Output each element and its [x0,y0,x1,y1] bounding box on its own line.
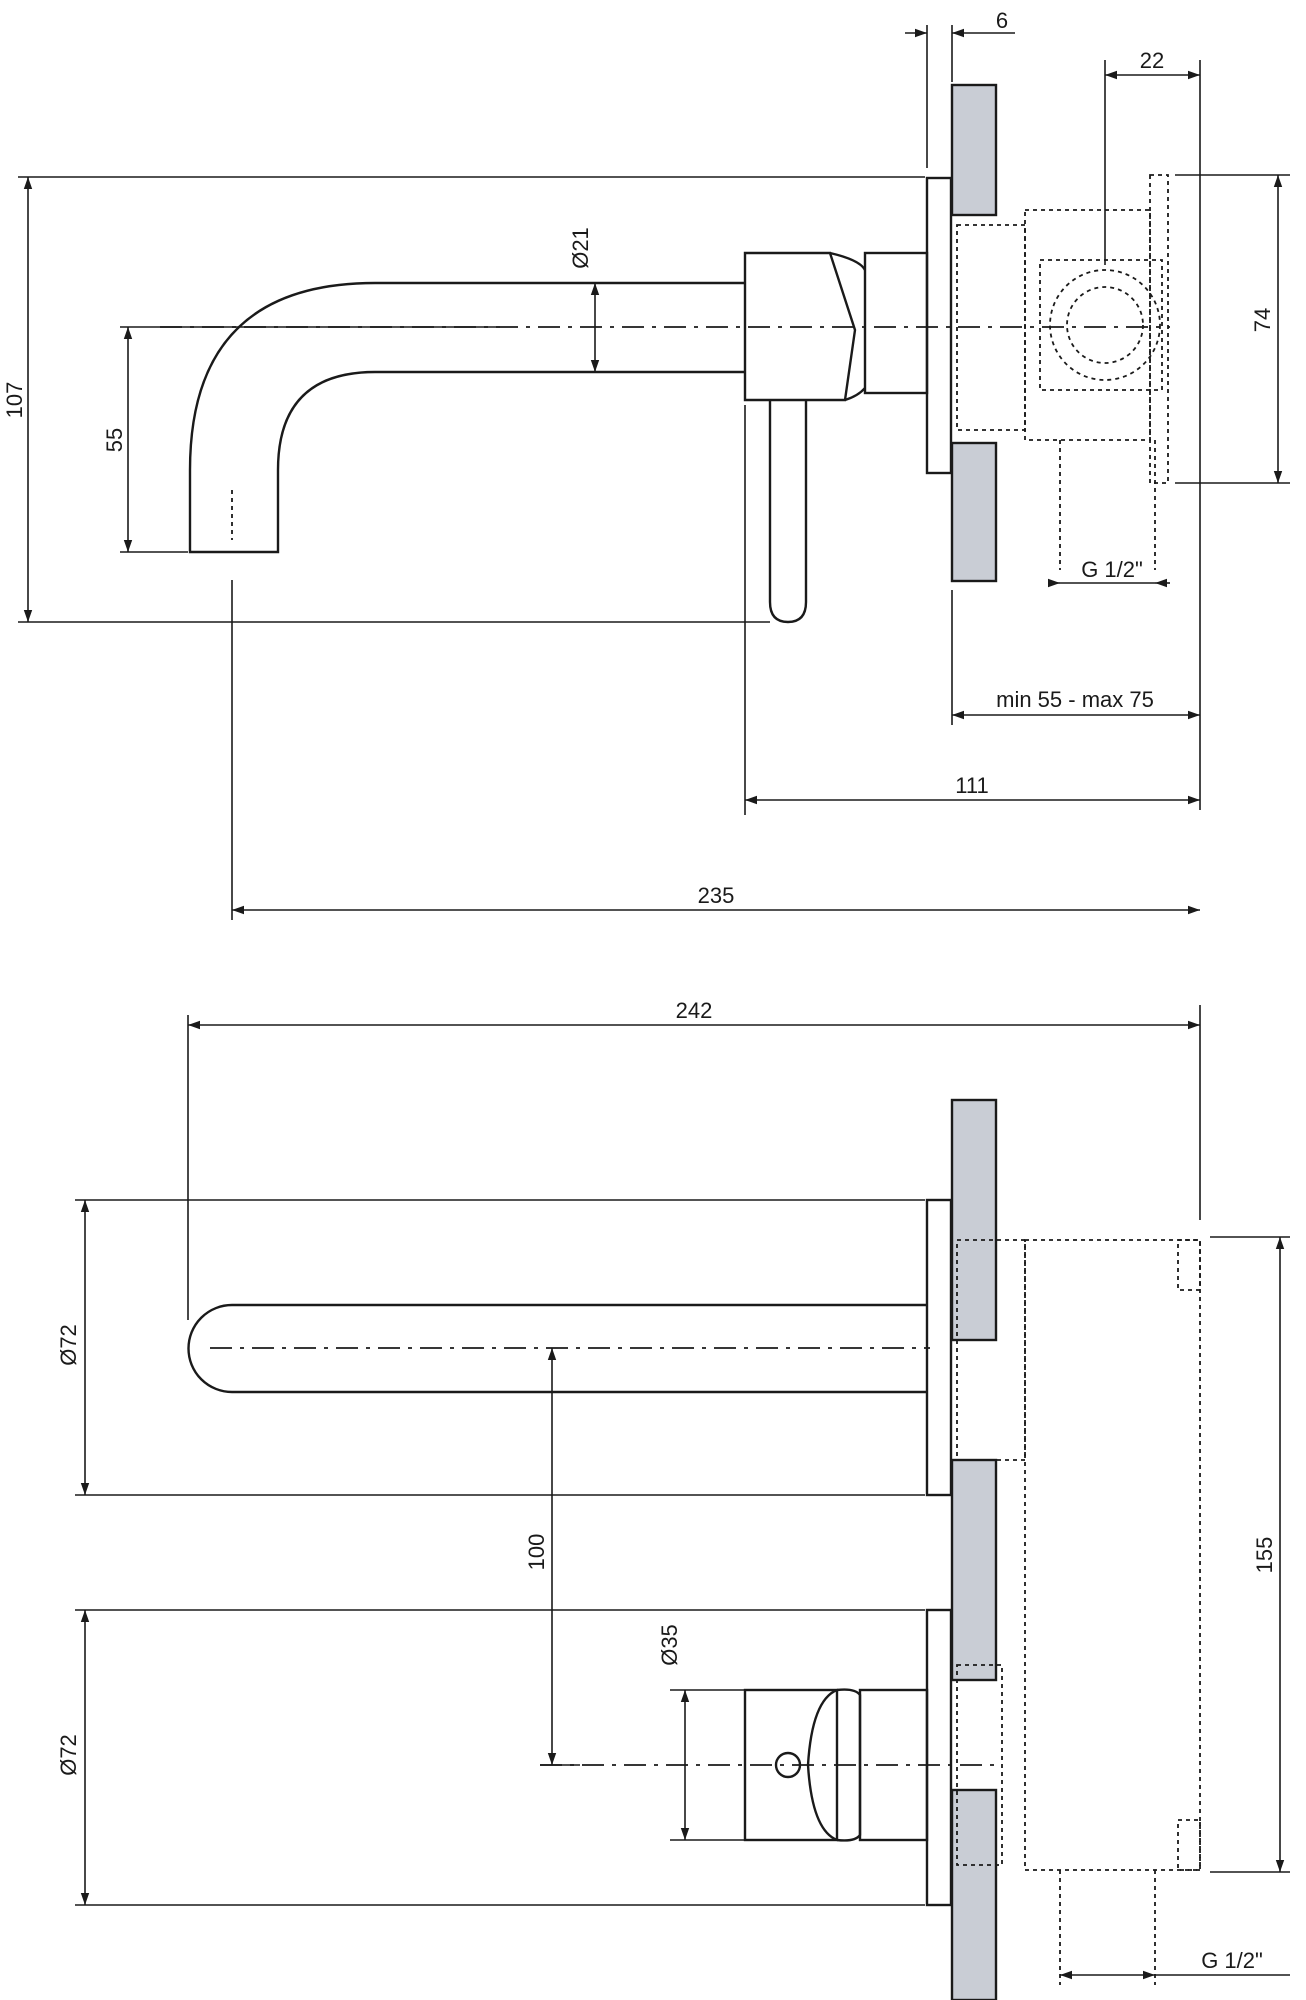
lever-handle [768,400,808,624]
wall-plate [925,176,953,475]
dim-body-depth: 22 [1140,48,1164,73]
dim-center-distance: 100 [524,1534,549,1571]
dim-wall-plate: 6 [996,8,1008,33]
side-view: 6 22 107 55 Ø21 74 G 1/2" min 55 - max 7… [2,8,1290,920]
wall-section-upper [950,83,998,217]
dim-body-height: 74 [1250,308,1275,332]
wall-section-lower [950,441,998,583]
lever-wall-plate [925,1608,953,1907]
dim-body-height-front: 155 [1252,1537,1277,1574]
wall-section-middle [950,1458,998,1682]
wall-section-top [950,1098,998,1342]
wall-section-bottom [950,1788,998,2000]
dim-total-length: 242 [676,998,713,1023]
concealed-body-front [956,1239,1201,1985]
dim-lever-diameter: Ø35 [657,1624,682,1666]
dim-install-depth: min 55 - max 75 [996,687,1154,712]
dim-spout-diameter: Ø21 [568,227,593,269]
dim-spout-plate-diameter: Ø72 [56,1324,81,1366]
dim-spout-drop: 55 [102,428,127,452]
dim-connection-front: G 1/2" [1201,1948,1263,1973]
dim-lever-reach: 111 [955,773,988,798]
front-view: 242 Ø72 100 Ø35 Ø72 155 G 1/2" [56,998,1290,2000]
dim-connection-side: G 1/2" [1081,557,1143,582]
mixer-body [743,251,857,402]
spout-front [187,1303,927,1394]
dim-spout-reach: 235 [698,883,735,908]
dim-lever-plate-diameter: Ø72 [56,1734,81,1776]
spout-wall-plate [925,1198,953,1497]
spout [188,281,745,554]
mixer-collar [863,251,929,395]
concealed-body [956,174,1169,570]
dim-overall-height: 107 [2,382,27,419]
